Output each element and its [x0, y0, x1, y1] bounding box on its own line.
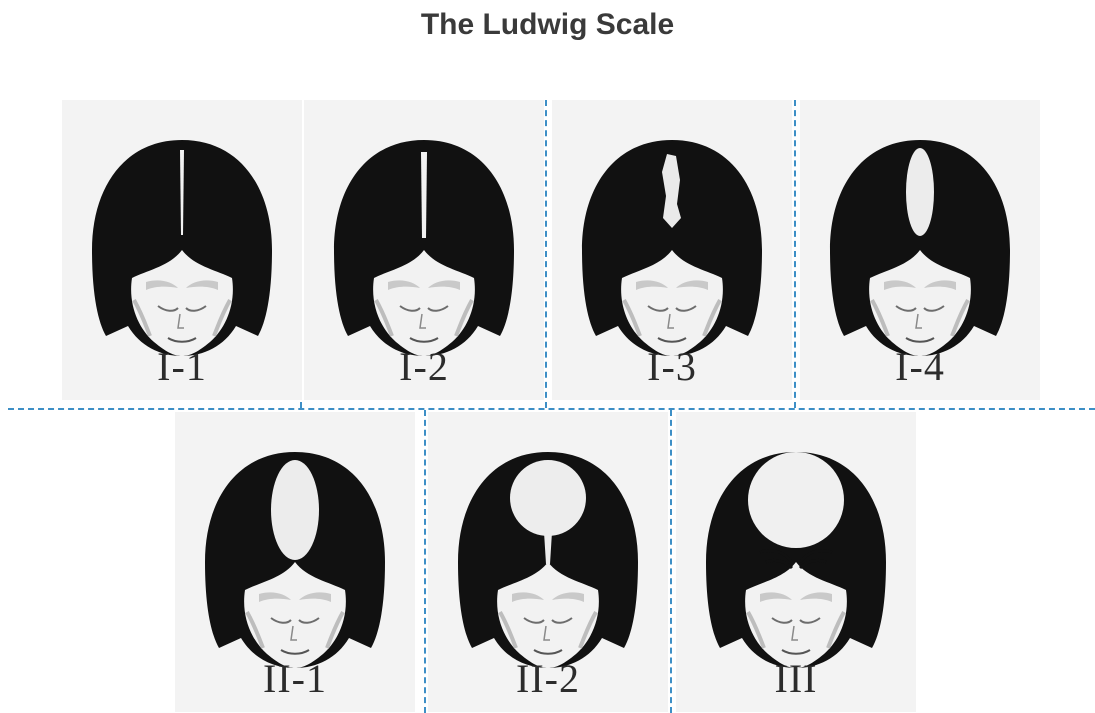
column-divider-4 — [424, 410, 426, 713]
thinning-area — [748, 452, 844, 548]
column-divider-3 — [794, 100, 796, 408]
stage-panel-i-2: I-2 — [304, 100, 544, 400]
stage-panel-iii: III — [676, 412, 916, 712]
thinning-area — [510, 460, 586, 536]
thinning-area — [906, 148, 934, 236]
stage-label: II-2 — [428, 655, 668, 702]
stage-panel-ii-2: II-2 — [428, 412, 668, 712]
stage-label: I-1 — [62, 343, 302, 390]
thinning-area — [271, 460, 319, 560]
stage-panel-i-1: I-1 — [62, 100, 302, 400]
stage-label: I-2 — [304, 343, 544, 390]
stage-label: II-1 — [175, 655, 415, 702]
stage-label: I-4 — [800, 343, 1040, 390]
column-divider-2 — [545, 100, 547, 408]
row-divider — [8, 408, 1095, 410]
page-title: The Ludwig Scale — [0, 8, 1095, 42]
column-divider-5 — [670, 410, 672, 713]
hair-part — [421, 152, 427, 238]
stage-label: III — [676, 655, 916, 702]
stage-label: I-3 — [552, 343, 792, 390]
stage-panel-i-3: I-3 — [552, 100, 792, 400]
stage-panel-ii-1: II-1 — [175, 412, 415, 712]
stage-panel-i-4: I-4 — [800, 100, 1040, 400]
